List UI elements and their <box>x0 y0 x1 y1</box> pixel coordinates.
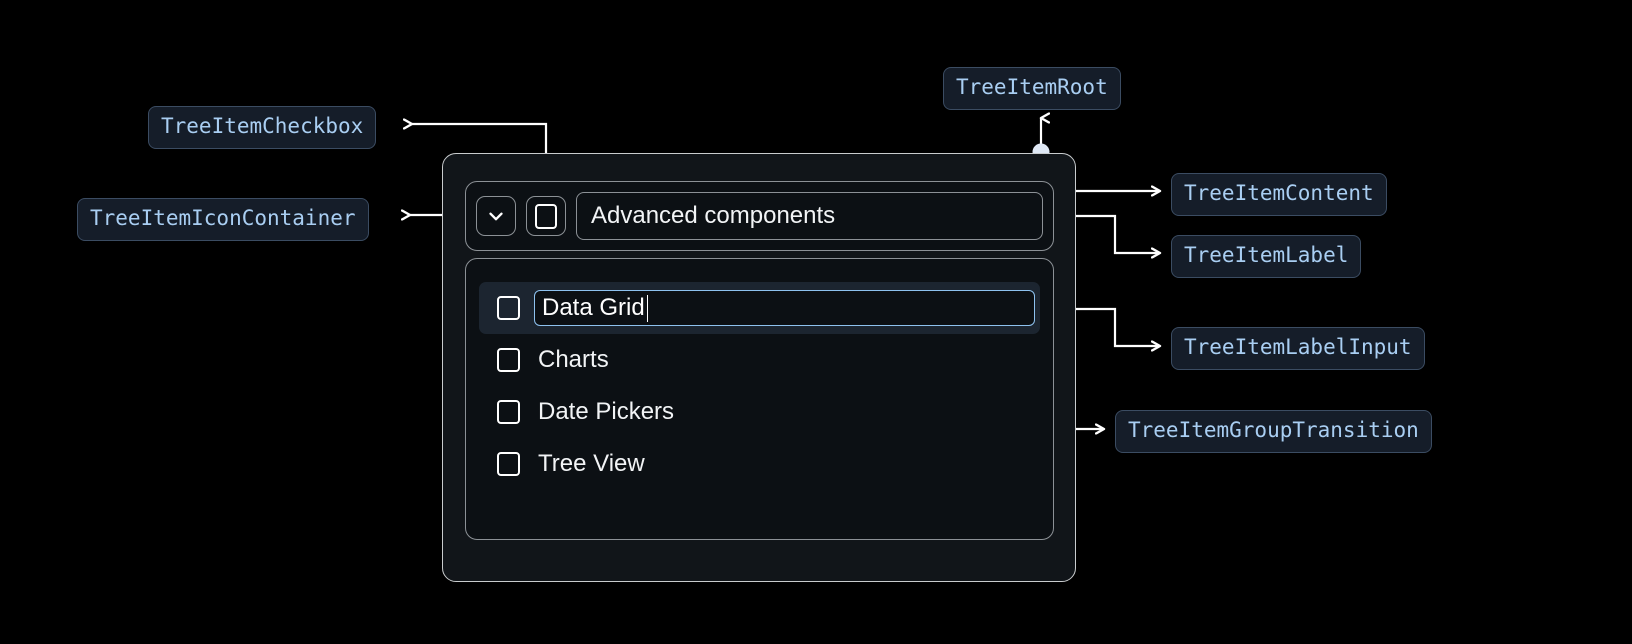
tree-item-row-date-pickers[interactable]: Date Pickers <box>466 386 1053 438</box>
annotation-tree-item-icon-container: TreeItemIconContainer <box>77 198 369 241</box>
tree-item-label-text: Tree View <box>538 450 645 477</box>
tree-item-content[interactable]: Advanced components <box>465 181 1054 251</box>
annotation-tree-item-label: TreeItemLabel <box>1171 235 1362 278</box>
annotation-tree-item-label-input: TreeItemLabelInput <box>1171 327 1425 370</box>
checkbox-square-icon[interactable] <box>497 348 520 372</box>
tree-item-label-text: Advanced components <box>591 202 836 229</box>
annotation-tree-item-content: TreeItemContent <box>1171 173 1387 216</box>
checkbox-square-icon <box>535 203 557 229</box>
annotation-tree-item-root: TreeItemRoot <box>943 67 1121 110</box>
tree-item-label[interactable]: Advanced components <box>576 192 1043 240</box>
tree-item-label-text: Charts <box>538 346 609 373</box>
tree-item-row-charts[interactable]: Charts <box>466 334 1053 386</box>
text-caret <box>646 294 649 322</box>
tree-item-label-input[interactable]: Data Grid <box>534 290 1035 326</box>
tree-item-icon-container[interactable] <box>476 196 516 236</box>
tree-item-label-input-value: Data Grid <box>542 294 645 321</box>
tree-item-label-text: Date Pickers <box>538 398 675 425</box>
tree-item-row-data-grid[interactable]: Data Grid <box>479 282 1040 334</box>
tree-item-row-tree-view[interactable]: Tree View <box>466 438 1053 490</box>
checkbox-square-icon[interactable] <box>497 452 520 476</box>
checkbox-square-icon[interactable] <box>497 296 520 320</box>
chevron-down-icon <box>489 212 503 221</box>
tree-item-checkbox[interactable] <box>526 196 566 236</box>
tree-item-group-transition[interactable]: Data Grid Charts Date Pickers Tree View <box>465 258 1054 540</box>
annotation-tree-item-group-transition: TreeItemGroupTransition <box>1115 410 1432 453</box>
annotation-tree-item-checkbox: TreeItemCheckbox <box>148 106 377 149</box>
checkbox-square-icon[interactable] <box>497 400 520 424</box>
